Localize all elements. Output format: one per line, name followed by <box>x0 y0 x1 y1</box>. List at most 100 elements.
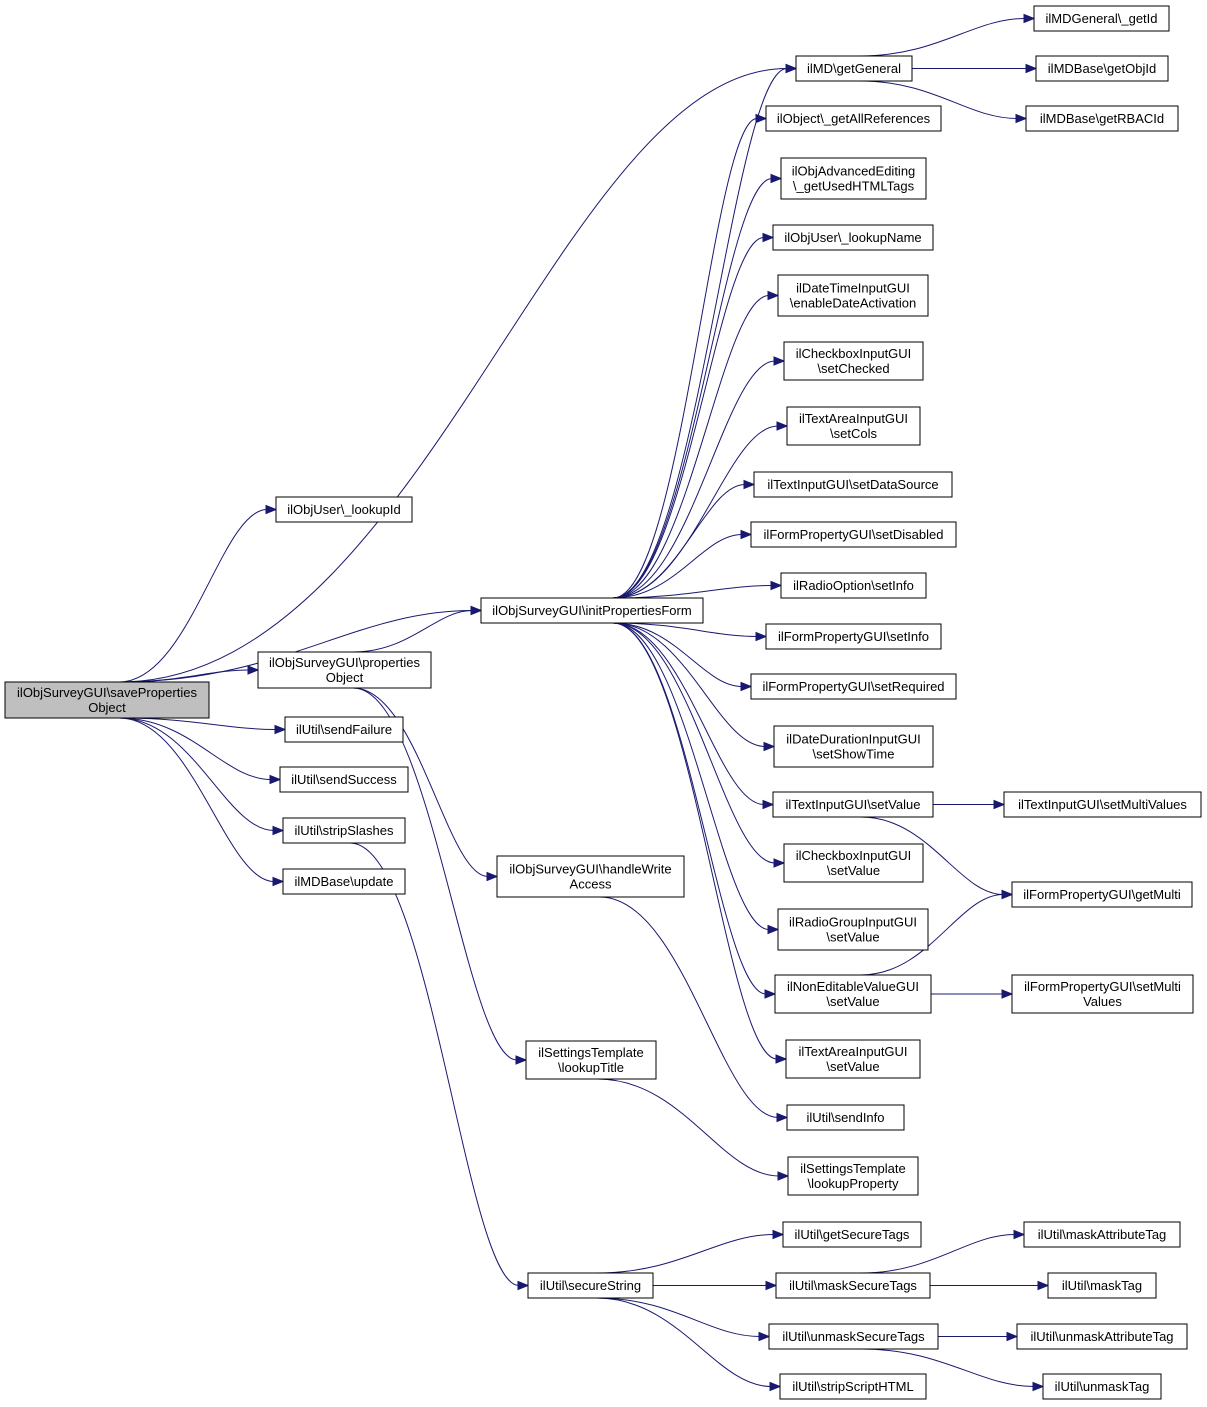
node-taSetCols[interactable]: ilTextAreaInputGUI\setCols <box>786 406 921 446</box>
node-secureString[interactable]: ilUtil\secureString <box>527 1272 654 1299</box>
edge-arrowhead <box>269 774 282 785</box>
edge-arrowhead <box>1001 989 1014 999</box>
node-label: \_getUsedHTMLTags <box>793 179 915 194</box>
edge-root-to-stripSlashes <box>118 717 285 836</box>
edge-line <box>612 622 766 747</box>
edge-line <box>599 896 779 1118</box>
node-unmaskSecureTags[interactable]: ilUtil\unmaskSecureTags <box>768 1323 939 1350</box>
edge-line <box>612 237 765 599</box>
node-maskTag[interactable]: ilUtil\maskTag <box>1047 1272 1157 1299</box>
node-enableDateActivation[interactable]: ilDateTimeInputGUI\enableDateActivation <box>777 274 929 317</box>
node-lookupId[interactable]: ilObjUser\_lookupId <box>275 496 413 523</box>
node-getUsedHTMLTags[interactable]: ilObjAdvancedEditing\_getUsedHTMLTags <box>780 157 927 200</box>
edge-arrowhead <box>272 876 285 887</box>
node-box <box>1016 1323 1188 1350</box>
node-box <box>786 1104 905 1131</box>
node-tiSetValue[interactable]: ilTextInputGUI\setValue <box>772 791 934 818</box>
node-label: ilUtil\stripSlashes <box>295 823 394 838</box>
node-maskAttributeTag[interactable]: ilUtil\maskAttributeTag <box>1023 1221 1181 1248</box>
node-label: ilCheckboxInputGUI <box>796 848 912 863</box>
node-box <box>780 572 927 599</box>
edge-initPropertiesForm-to-getUsedHTMLTags <box>612 173 783 599</box>
edge-secureString-to-unmaskSecureTags <box>596 1297 771 1342</box>
node-getSecureTags[interactable]: ilUtil\getSecureTags <box>782 1221 922 1248</box>
node-label: ilSettingsTemplate <box>538 1045 644 1060</box>
node-stripSlashes[interactable]: ilUtil\stripSlashes <box>282 817 406 844</box>
node-mdGenGetId[interactable]: ilMDGeneral\_getId <box>1033 5 1170 32</box>
edge-maskSecureTags-to-maskAttributeTag <box>860 1229 1026 1274</box>
node-sendSuccess[interactable]: ilUtil\sendSuccess <box>279 766 409 793</box>
edge-line <box>612 622 770 930</box>
node-sendInfo[interactable]: ilUtil\sendInfo <box>786 1104 905 1131</box>
edge-line <box>597 1078 780 1177</box>
node-label: ilFormPropertyGUI\setRequired <box>762 679 944 694</box>
node-label: ilRadioOption\setInfo <box>793 578 914 593</box>
edge-arrowhead <box>776 421 789 431</box>
node-label: ilUtil\maskSecureTags <box>789 1278 917 1293</box>
edge-line <box>612 295 770 599</box>
node-label: \setChecked <box>817 361 889 376</box>
node-unmaskAttributeTag[interactable]: ilUtil\unmaskAttributeTag <box>1016 1323 1188 1350</box>
edge-propertiesObject-to-initPropertiesForm <box>353 605 483 653</box>
node-label: \setValue <box>827 863 880 878</box>
node-maskSecureTags[interactable]: ilUtil\maskSecureTags <box>775 1272 931 1299</box>
node-fpSetMultiValues[interactable]: ilFormPropertyGUI\setMultiValues <box>1011 974 1194 1014</box>
node-getAllReferences[interactable]: ilObject\_getAllReferences <box>765 105 942 132</box>
node-roSetInfo[interactable]: ilRadioOption\setInfo <box>780 572 927 599</box>
edge-line <box>612 425 779 599</box>
node-label: ilUtil\sendInfo <box>806 1110 884 1125</box>
node-mdUpdate[interactable]: ilMDBase\update <box>282 868 406 895</box>
node-getMulti[interactable]: ilFormPropertyGUI\getMulti <box>1011 881 1193 908</box>
edge-arrowhead <box>758 1331 771 1342</box>
edge-arrowhead <box>1023 13 1036 24</box>
edge-arrowhead <box>762 232 775 243</box>
node-cbSetChecked[interactable]: ilCheckboxInputGUI\setChecked <box>783 341 924 381</box>
node-label: ilRadioGroupInputGUI <box>789 915 917 930</box>
node-sendFailure[interactable]: ilUtil\sendFailure <box>284 716 404 743</box>
edge-initPropertiesForm-to-getAllReferences <box>612 113 768 599</box>
edge-initPropertiesForm-to-roSetInfo <box>612 580 783 599</box>
node-fpSetInfo[interactable]: ilFormPropertyGUI\setInfo <box>765 623 942 650</box>
node-label: \setValue <box>826 994 879 1009</box>
node-neSetValue[interactable]: ilNonEditableValueGUI\setValue <box>774 974 932 1014</box>
edge-initPropertiesForm-to-cbSetValue <box>612 622 786 868</box>
node-label: ilFormPropertyGUI\setInfo <box>778 629 929 644</box>
node-setDataSource[interactable]: ilTextInputGUI\setDataSource <box>753 471 953 498</box>
edge-initPropertiesForm-to-setRequired <box>612 622 753 692</box>
node-box <box>4 681 210 719</box>
node-box <box>525 1040 657 1080</box>
edge-arrowhead <box>770 580 783 591</box>
edge-arrowhead <box>1006 1331 1019 1342</box>
node-initPropertiesForm[interactable]: ilObjSurveyGUI\initPropertiesForm <box>480 597 704 624</box>
node-label: ilObjUser\_lookupId <box>287 502 400 517</box>
node-setMultiValues[interactable]: ilTextInputGUI\setMultiValues <box>1003 791 1202 818</box>
node-box <box>765 623 942 650</box>
node-box <box>774 974 932 1014</box>
node-setRequired[interactable]: ilFormPropertyGUI\setRequired <box>750 673 957 700</box>
node-stripScriptHTML[interactable]: ilUtil\stripScriptHTML <box>779 1373 927 1400</box>
node-box <box>1023 1221 1181 1248</box>
edge-initPropertiesForm-to-setDataSource <box>612 479 756 599</box>
node-lookupTitle[interactable]: ilSettingsTemplate\lookupTitle <box>525 1040 657 1080</box>
node-box <box>765 105 942 132</box>
node-getObjId[interactable]: ilMDBase\getObjId <box>1035 55 1169 82</box>
node-box <box>1011 881 1193 908</box>
node-setShowTime[interactable]: ilDateDurationInputGUI\setShowTime <box>773 725 934 768</box>
node-lookupName[interactable]: ilObjUser\_lookupName <box>772 224 934 251</box>
node-label: ilUtil\getSecureTags <box>795 1227 910 1242</box>
node-getGeneral[interactable]: ilMD\getGeneral <box>795 55 913 82</box>
node-cbSetValue[interactable]: ilCheckboxInputGUI\setValue <box>783 843 924 883</box>
node-lookupProperty[interactable]: ilSettingsTemplate\lookupProperty <box>787 1156 919 1196</box>
node-getRBACId[interactable]: ilMDBase\getRBACId <box>1025 105 1179 132</box>
node-rgSetValue[interactable]: ilRadioGroupInputGUI\setValue <box>777 908 929 951</box>
node-unmaskTag[interactable]: ilUtil\unmaskTag <box>1042 1373 1162 1400</box>
node-label: ilObjSurveyGUI\handleWrite <box>509 862 671 877</box>
node-taSetValue[interactable]: ilTextAreaInputGUI\setValue <box>785 1039 921 1079</box>
edge-arrowhead <box>517 1280 530 1291</box>
node-label: \setValue <box>826 930 879 945</box>
node-setDisabled[interactable]: ilFormPropertyGUI\setDisabled <box>750 521 957 548</box>
edge-line <box>118 509 268 683</box>
